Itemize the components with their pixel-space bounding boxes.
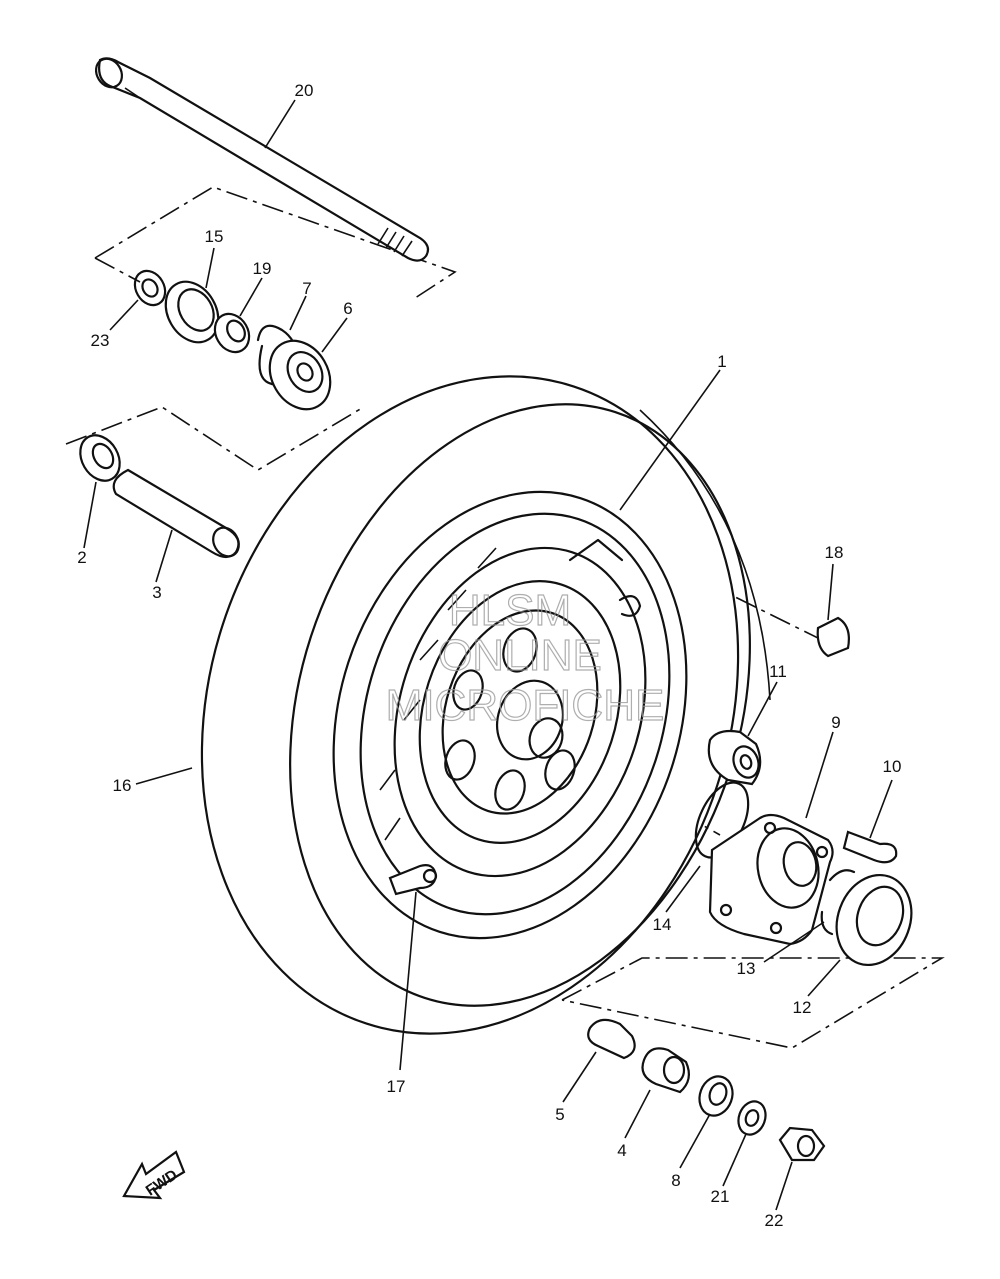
callout-15: 15: [205, 227, 224, 246]
watermark-line-3: MICROFICHE: [386, 681, 665, 730]
callout-2: 2: [77, 548, 86, 567]
oil-seal-2: [79, 434, 121, 482]
balance-weight-18: [816, 616, 850, 658]
watermark-line-1: HLSM: [449, 586, 571, 635]
callout-10: 10: [883, 757, 902, 776]
axle-nut-22: [778, 1126, 826, 1162]
spacer-19: [213, 312, 251, 354]
watermark: HLSM ONLINE MICROFICHE: [385, 585, 665, 730]
axle-shaft: [94, 57, 430, 262]
callout-8: 8: [671, 1171, 680, 1190]
callout-leaders: [83, 99, 893, 1211]
washer-23: [133, 269, 167, 307]
callout-22: 22: [765, 1211, 784, 1230]
callout-9: 9: [831, 713, 840, 732]
bearing-6: [268, 339, 332, 411]
circlip-13: [820, 869, 856, 936]
callout-14: 14: [653, 915, 672, 934]
callout-19: 19: [253, 259, 272, 278]
washer-21: [737, 1100, 767, 1136]
forward-direction-arrow: FWD: [122, 1150, 186, 1199]
callout-5: 5: [555, 1105, 564, 1124]
collar-11: [707, 729, 762, 786]
callout-18: 18: [825, 543, 844, 562]
bearing-4: [641, 1047, 691, 1094]
wheel-rim-1: [332, 490, 688, 940]
watermark-line-2: ONLINE: [438, 631, 602, 680]
oil-seal-15: [164, 280, 220, 344]
callout-16: 16: [113, 776, 132, 795]
collar-5: [587, 1018, 636, 1060]
callout-numbers: 1 2 3 4 5 6 7 8 9 10 11 12 13 14 15 16 1…: [77, 81, 901, 1230]
callout-13: 13: [737, 959, 756, 978]
oil-seal-8: [698, 1075, 734, 1117]
callout-21: 21: [711, 1187, 730, 1206]
oil-seal-12: [835, 873, 913, 967]
assembly-outline-middle: [65, 406, 363, 471]
callout-11: 11: [769, 662, 787, 681]
callout-23: 23: [91, 331, 110, 350]
spacer-tube-3: [112, 468, 240, 559]
callout-20: 20: [295, 81, 314, 100]
callout-6: 6: [343, 299, 352, 318]
callout-3: 3: [152, 583, 161, 602]
callout-1: 1: [717, 352, 726, 371]
assembly-outline-lower: [561, 957, 945, 1049]
callout-7: 7: [302, 279, 311, 298]
callout-12: 12: [793, 998, 812, 1017]
callout-17: 17: [387, 1077, 406, 1096]
bolt-10: [842, 830, 898, 864]
assembly-outline-upper: [94, 186, 457, 301]
callout-4: 4: [617, 1141, 626, 1160]
driven-flange-9: [708, 813, 834, 946]
valve-stem-17: [388, 864, 438, 896]
